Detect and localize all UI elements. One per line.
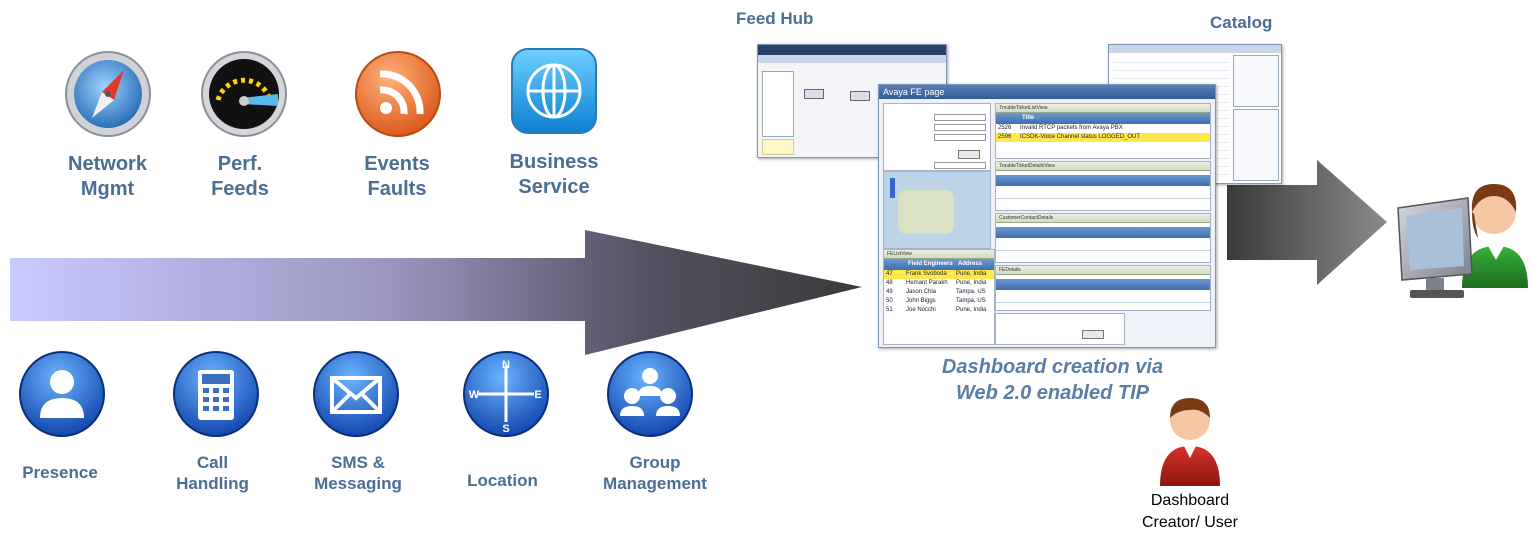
compass-rose-icon: N S W E: [460, 348, 552, 440]
svg-text:W: W: [469, 389, 480, 401]
envelope-icon: [310, 348, 402, 440]
service-label-presence: Presence: [22, 463, 98, 482]
dashboard-creator-avatar: [1150, 390, 1230, 486]
service-label-sms: SMS & Messaging: [314, 453, 402, 494]
rss-feed-icon: [352, 48, 444, 140]
end-user-at-computer: [1388, 168, 1528, 308]
gauge-icon: [198, 48, 290, 140]
dashboard-title: Avaya FE page: [879, 85, 1215, 99]
service-label-perf: Perf. Feeds: [211, 153, 269, 200]
search-form-pane: [883, 103, 991, 171]
service-label-network: Network Mgmt: [68, 153, 147, 200]
service-label-call: Call Handling: [176, 453, 249, 494]
feed-hub-label: Feed Hub: [736, 9, 814, 28]
customer-contact-pane: CustomerContactDetails: [995, 213, 1211, 263]
svg-text:N: N: [502, 359, 510, 371]
service-label-events: Events Faults: [364, 153, 430, 200]
output-arrow: [1227, 160, 1387, 285]
map-pane: [883, 171, 991, 249]
assign-pane: [995, 313, 1125, 345]
globe-icon: [508, 45, 600, 137]
service-label-business: Business Service: [509, 151, 599, 198]
process-flow-arrow: [10, 230, 862, 355]
fe-details-pane: FEDetails: [995, 265, 1211, 311]
dashboard-window: Avaya FE page FEListView Field Engineers…: [878, 84, 1216, 348]
dashboard-creator-caption: Dashboard Creator/ User: [1141, 492, 1239, 531]
compass-icon: [62, 48, 154, 140]
service-label-group: Group Management: [603, 453, 707, 494]
phone-icon: [170, 348, 262, 440]
svg-text:S: S: [502, 423, 509, 435]
service-label-location: Location: [467, 471, 538, 490]
catalog-label: Catalog: [1210, 13, 1273, 32]
field-engineers-pane: FEListView Field Engineers Address 47 Fr…: [883, 249, 995, 345]
tickets-pane: TroubleTicketListView Title 2526 Invalid…: [995, 103, 1211, 159]
person-icon: [16, 348, 108, 440]
dashboard-caption: Dashboard creation via Web 2.0 enabled T…: [941, 356, 1164, 404]
ticket-details-pane: TroubleTicketDetailsView: [995, 161, 1211, 211]
group-icon: [604, 348, 696, 440]
svg-text:E: E: [534, 389, 541, 401]
